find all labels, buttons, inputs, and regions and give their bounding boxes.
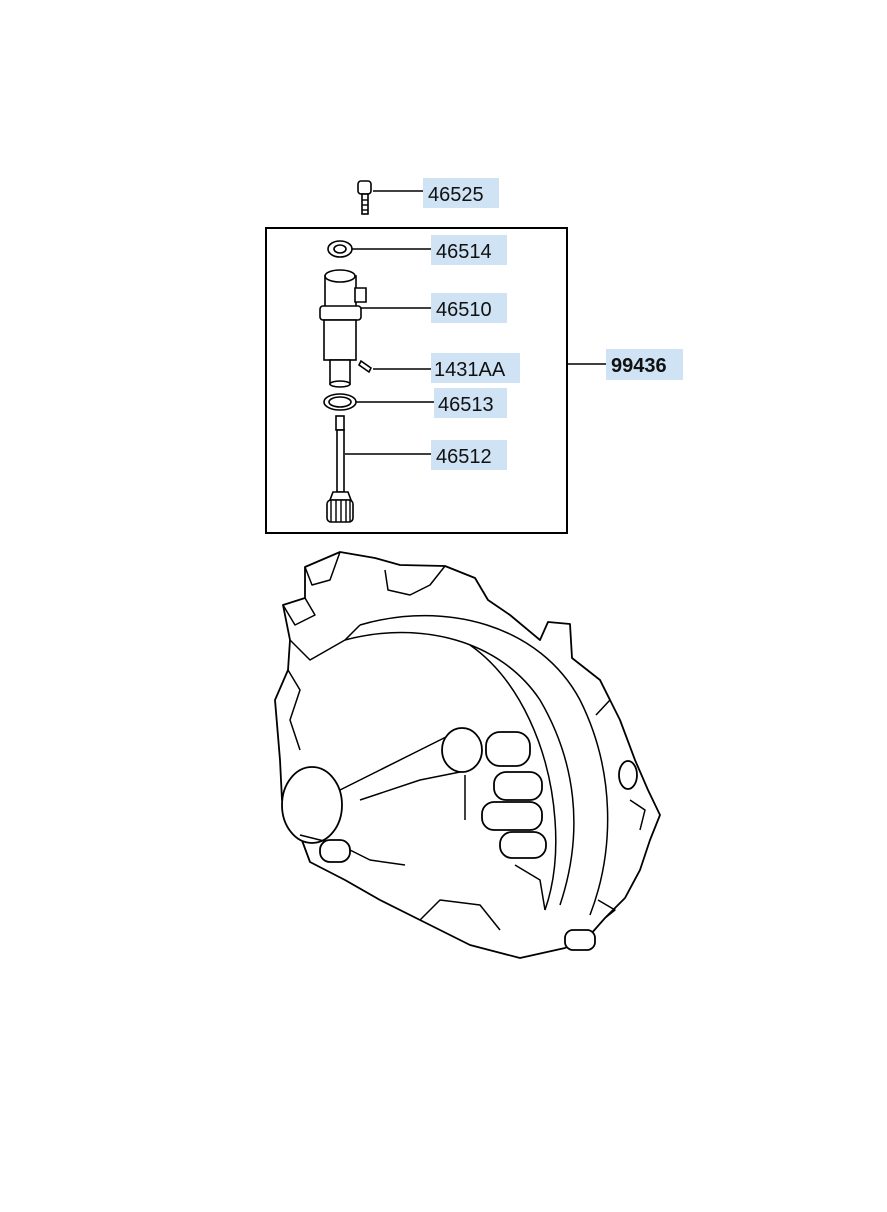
driven-gear-part: [326, 415, 354, 523]
callout-46525[interactable]: 46525: [423, 178, 499, 208]
callout-99436[interactable]: 99436: [606, 349, 683, 380]
callout-46510-label: 46510: [436, 299, 492, 321]
callout-99436-label: 99436: [611, 355, 667, 377]
assembly-box: [265, 227, 568, 534]
callout-46525-label: 46525: [428, 184, 484, 206]
callout-46512[interactable]: 46512: [431, 440, 507, 470]
pin-part: [357, 359, 373, 374]
callout-46514[interactable]: 46514: [431, 235, 507, 265]
bolt-part: [357, 180, 372, 215]
callout-46513-label: 46513: [438, 394, 494, 416]
seal-part: [327, 240, 353, 258]
transaxle-housing: [274, 551, 661, 959]
callout-1431aa[interactable]: 1431AA: [431, 353, 520, 383]
o-ring-part: [323, 393, 357, 411]
callout-46513[interactable]: 46513: [434, 388, 507, 418]
callout-1431aa-label: 1431AA: [434, 359, 506, 381]
sleeve-part: [319, 269, 367, 388]
callout-46512-label: 46512: [436, 446, 492, 468]
callout-46514-label: 46514: [436, 241, 492, 263]
callout-46510[interactable]: 46510: [431, 293, 507, 323]
